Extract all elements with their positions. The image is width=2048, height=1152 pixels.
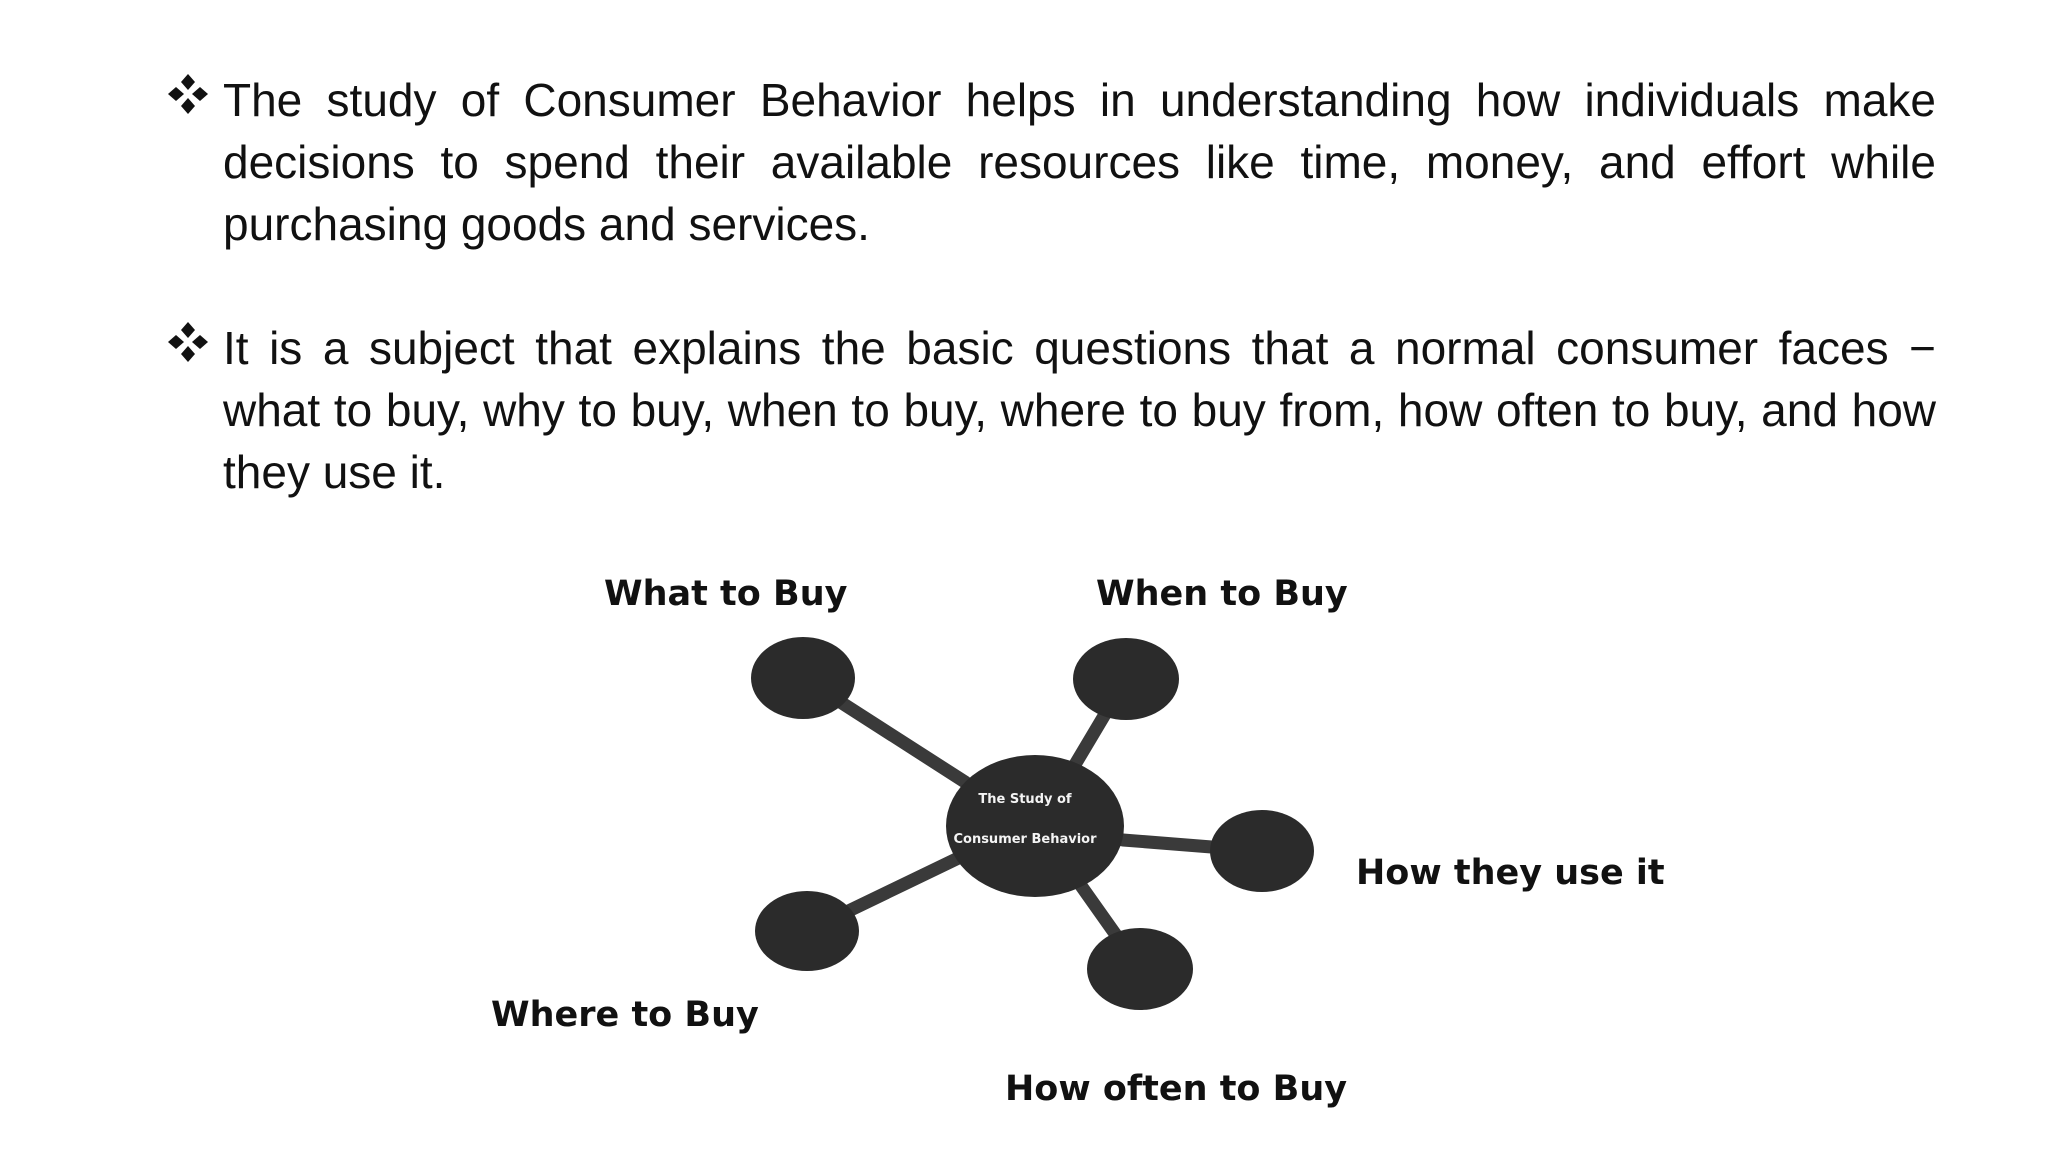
label-when-to-buy: When to Buy [1096, 574, 1348, 614]
bullet-text: The study of Consumer Behavior helps in … [223, 74, 1936, 250]
node-where [755, 891, 859, 971]
label-where-to-buy: Where to Buy [491, 995, 759, 1035]
label-how-often-to-buy: How often to Buy [1005, 1069, 1348, 1109]
center-node [946, 755, 1124, 897]
node-when [1073, 638, 1179, 720]
center-label-line1: The Study of [978, 792, 1072, 807]
label-how-they-use-it: How they use it [1356, 853, 1665, 893]
bullet-item-questions: It is a subject that explains the basic … [166, 317, 1936, 503]
node-use [1210, 810, 1314, 892]
center-label-line2: Consumer Behavior [953, 832, 1097, 847]
four-diamond-bullet-icon [168, 322, 208, 362]
bullet-text: It is a subject that explains the basic … [223, 322, 1936, 498]
four-diamond-bullet-icon [168, 74, 208, 114]
consumer-behavior-diagram: The Study of Consumer Behavior What to B… [465, 560, 1735, 1130]
label-what-to-buy: What to Buy [604, 574, 848, 614]
node-what [751, 637, 855, 719]
bullet-item-study: The study of Consumer Behavior helps in … [166, 69, 1936, 255]
node-often [1087, 928, 1193, 1010]
diagram-graphic [751, 637, 1314, 1010]
